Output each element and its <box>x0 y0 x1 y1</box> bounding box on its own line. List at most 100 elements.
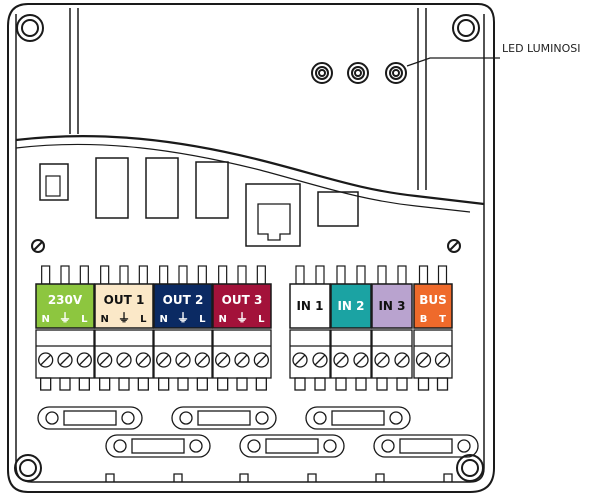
screw-terminal-block <box>153 329 213 379</box>
terminal-screw[interactable] <box>353 352 369 391</box>
enclosure-inner-outline <box>15 14 485 483</box>
screw-terminal-block <box>212 329 272 379</box>
terminal-screw[interactable] <box>156 352 172 391</box>
terminal-out3-body <box>212 283 272 329</box>
terminal-pin <box>138 265 148 285</box>
screw-terminal-block <box>330 329 372 379</box>
bottom-notch <box>173 473 183 482</box>
terminal-out3-pin-label: ⏚ <box>236 311 248 325</box>
terminal-in3: IN 3 <box>371 283 413 329</box>
terminal-screw[interactable] <box>333 352 349 391</box>
terminal-bus-label: BUS <box>419 293 447 307</box>
terminal-screw[interactable] <box>38 352 54 391</box>
terminal-pin <box>100 265 110 285</box>
cable-knockout <box>105 434 211 458</box>
bottom-notch <box>443 473 453 482</box>
terminal-screw[interactable] <box>253 352 269 391</box>
terminal-screw[interactable] <box>194 352 210 391</box>
terminal-out3-pin-label: L <box>258 314 265 325</box>
terminal-pin <box>336 265 346 285</box>
terminal-pin <box>218 265 228 285</box>
terminal-pin <box>60 265 70 285</box>
terminal-screw[interactable] <box>57 352 73 391</box>
mount-screw-left <box>31 239 45 253</box>
cable-knockout <box>373 434 479 458</box>
cover-edge <box>15 134 485 206</box>
screw-terminal-block <box>289 329 331 379</box>
terminal-pin <box>295 265 305 285</box>
terminal-pin <box>119 265 129 285</box>
screw-terminal-block <box>413 329 453 379</box>
screw-terminal-block <box>371 329 413 379</box>
terminal-pin <box>197 265 207 285</box>
terminal-screw[interactable] <box>394 352 410 391</box>
rj-connector <box>245 183 301 247</box>
terminal-t230-label: 230V <box>48 293 83 307</box>
terminal-bus-pin-label: B <box>420 314 428 325</box>
terminal-pin <box>356 265 366 285</box>
terminal-out3: OUT 3N⏚L <box>212 283 272 329</box>
corner-screw-top-right <box>452 14 480 42</box>
terminal-in3-body <box>371 283 413 329</box>
terminal-out1-pin-label: L <box>140 314 147 325</box>
led-callout-label: LED LUMINOSI <box>502 42 581 55</box>
terminal-screw[interactable] <box>175 352 191 391</box>
terminal-screw[interactable] <box>76 352 92 391</box>
terminal-in1: IN 1 <box>289 283 331 329</box>
terminal-pin <box>418 265 429 285</box>
terminal-t230-pin-label: ⏚ <box>59 311 71 325</box>
terminal-out2-label: OUT 2 <box>163 293 204 307</box>
terminal-screw[interactable] <box>234 352 250 391</box>
terminal-out3-pin-label: N <box>218 314 226 325</box>
terminal-screw[interactable] <box>135 352 151 391</box>
terminal-screw[interactable] <box>415 352 432 391</box>
terminal-screw[interactable] <box>116 352 132 391</box>
cable-knockout <box>37 406 143 430</box>
terminal-pin <box>79 265 89 285</box>
terminal-pin <box>315 265 325 285</box>
terminal-screw[interactable] <box>292 352 308 391</box>
terminal-out2-pin-label: N <box>159 314 167 325</box>
terminal-in1-label: IN 1 <box>296 299 323 313</box>
terminal-bus-pin-label: T <box>439 314 446 325</box>
switch-component <box>39 163 69 201</box>
terminal-screw[interactable] <box>215 352 231 391</box>
cable-knockout <box>305 406 411 430</box>
terminal-out1: OUT 1N⏚L <box>94 283 154 329</box>
terminal-in1-body <box>289 283 331 329</box>
bottom-notch <box>105 473 115 482</box>
led-2 <box>347 62 369 84</box>
terminal-t230-pin-label: L <box>81 314 88 325</box>
terminal-screw[interactable] <box>312 352 328 391</box>
corner-screw-bottom-right <box>456 454 484 482</box>
terminal-pin <box>377 265 387 285</box>
terminal-in3-label: IN 3 <box>378 299 405 313</box>
corner-screw-bottom-left <box>14 454 42 482</box>
bottom-notch <box>375 473 385 482</box>
terminal-pin <box>159 265 169 285</box>
cable-knockout <box>171 406 277 430</box>
terminal-t230-body <box>35 283 95 329</box>
terminal-screw[interactable] <box>97 352 113 391</box>
bottom-notch <box>239 473 249 482</box>
terminal-out1-pin-label: ⏚ <box>118 311 130 325</box>
terminal-t230: 230V N ⏚ L <box>35 283 95 329</box>
terminal-bus-body <box>413 283 453 329</box>
terminal-t230-pin-label: N <box>41 314 49 325</box>
screw-terminal-block <box>94 329 154 379</box>
terminal-screw[interactable] <box>434 352 451 391</box>
mount-screw-right <box>447 239 461 253</box>
terminal-out2: OUT 2N⏚L <box>153 283 213 329</box>
terminal-out2-pin-label: L <box>199 314 206 325</box>
terminal-screw[interactable] <box>374 352 390 391</box>
cable-knockout <box>239 434 345 458</box>
led-callout-line <box>406 57 500 67</box>
terminal-out1-body <box>94 283 154 329</box>
terminal-pin <box>437 265 448 285</box>
terminal-pin <box>256 265 266 285</box>
led-1 <box>311 62 333 84</box>
terminal-pin <box>237 265 247 285</box>
terminal-out1-label: OUT 1 <box>104 293 145 307</box>
